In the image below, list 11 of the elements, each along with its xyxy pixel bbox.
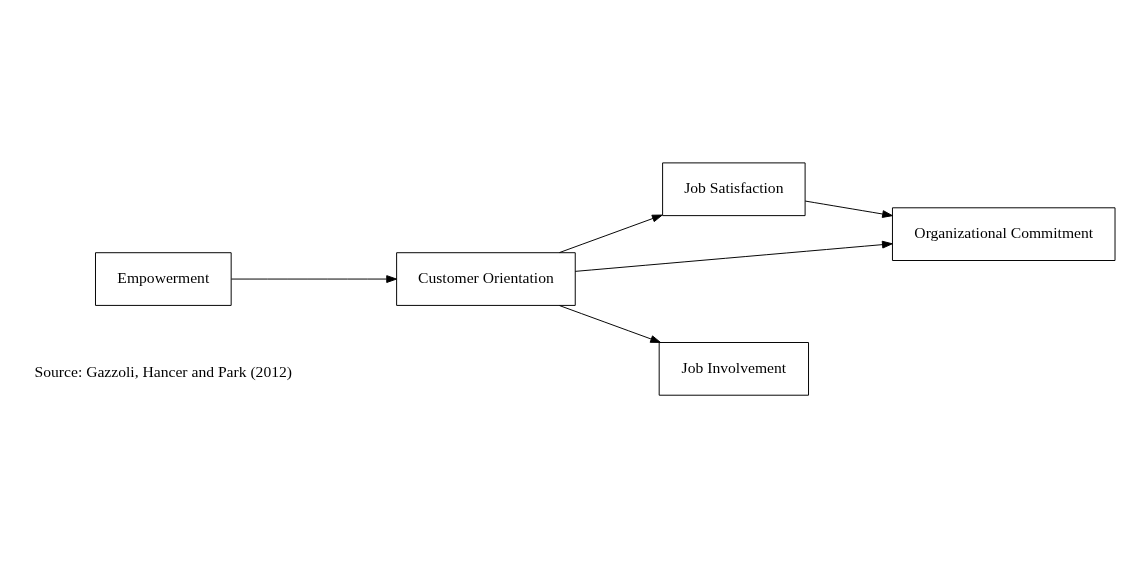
- label: Source: Gazzoli, Hancer and Park (2012): [34, 363, 293, 381]
- node-box: Job Satisfaction: [662, 162, 806, 217]
- arrow: [558, 305, 661, 343]
- arrow: [558, 214, 663, 254]
- arrow: [804, 200, 893, 218]
- arrow: [574, 240, 893, 272]
- node-box: Job Involvement: [658, 342, 809, 396]
- arrow: [231, 275, 397, 283]
- node-box: Customer Orientation: [396, 252, 576, 306]
- node-box: Organizational Commitment: [892, 207, 1116, 261]
- node-box: Empowerment: [95, 252, 232, 306]
